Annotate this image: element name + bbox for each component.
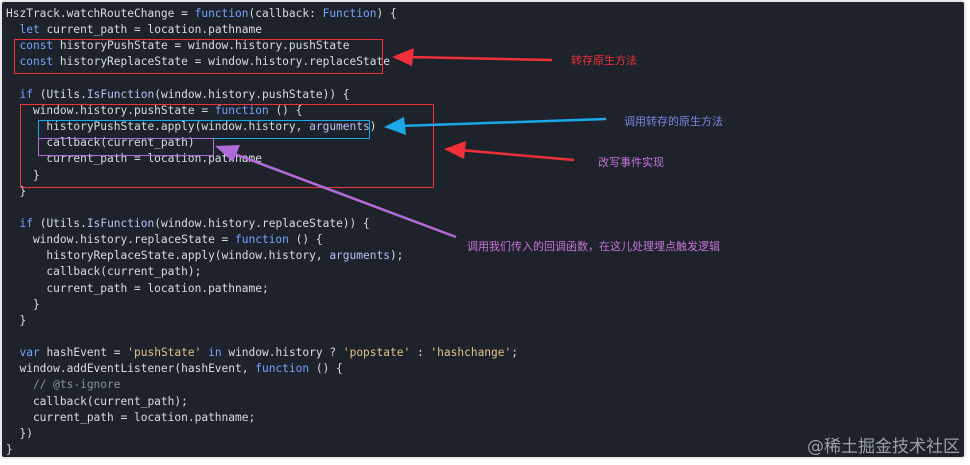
code-token: callback(current_path) bbox=[6, 136, 195, 150]
code-token: (window.history.replaceState)) { bbox=[154, 216, 370, 230]
code-token: function bbox=[255, 362, 310, 376]
code-line: HszTrack.watchRouteChange = function(cal… bbox=[6, 6, 397, 22]
code-token: ) { bbox=[376, 7, 397, 20]
code-token: () { bbox=[268, 103, 303, 117]
code-line: if (Utils.IsFunction(window.history.push… bbox=[6, 87, 350, 103]
code-token bbox=[6, 23, 19, 36]
code-token: HszTrack.watchRouteChange = bbox=[6, 7, 195, 20]
code-token: } bbox=[6, 168, 40, 182]
code-token: function bbox=[235, 233, 289, 247]
code-line: let current_path = location.pathname bbox=[6, 22, 262, 38]
code-line: callback(current_path); bbox=[6, 394, 188, 410]
code-token: in bbox=[208, 346, 222, 360]
code-token: () { bbox=[309, 362, 343, 376]
code-line: const historyPushState = window.history.… bbox=[6, 38, 350, 54]
annotation-call-callback: 调用我们传入的回调函数，在这儿处理埋点触发逻辑 bbox=[467, 240, 720, 253]
code-line: callback(current_path); bbox=[6, 264, 201, 280]
code-line: window.addEventListener(hashEvent, funct… bbox=[6, 361, 343, 377]
code-token: current_path = location.pathname bbox=[6, 152, 262, 166]
code-token: callback(current_path); bbox=[6, 394, 188, 408]
code-token: (window.history.pushState)) { bbox=[154, 87, 350, 101]
code-token bbox=[6, 88, 19, 101]
code-line: if (Utils.IsFunction(window.history.repl… bbox=[6, 216, 370, 232]
code-token: window.history.replaceState = bbox=[6, 233, 236, 247]
code-line: historyReplaceState.apply(window.history… bbox=[6, 248, 403, 264]
code-token: IsFunction bbox=[86, 87, 155, 101]
code-token: (callback: bbox=[248, 7, 323, 20]
code-line: window.history.replaceState = function (… bbox=[6, 232, 323, 248]
code-token: window.addEventListener(hashEvent, bbox=[6, 362, 256, 376]
code-token: ) bbox=[369, 120, 377, 134]
code-token: (Utils. bbox=[32, 216, 87, 230]
code-token: historyReplaceState.apply(window.history… bbox=[6, 249, 330, 263]
code-token: var bbox=[19, 346, 40, 360]
code-token: historyPushState.apply(window.history, bbox=[6, 120, 310, 134]
code-line: historyPushState.apply(window.history, a… bbox=[6, 119, 376, 135]
code-line: } bbox=[6, 297, 40, 313]
code-token: if bbox=[19, 216, 33, 230]
code-line: var hashEvent = 'pushState' in window.hi… bbox=[6, 345, 518, 361]
code-line: const historyReplaceState = window.histo… bbox=[6, 54, 390, 70]
code-token: ); bbox=[389, 249, 404, 263]
code-token: } bbox=[6, 313, 27, 327]
code-token: 'pushState' bbox=[127, 346, 202, 360]
code-line: } bbox=[6, 184, 26, 200]
code-token: } bbox=[6, 443, 13, 457]
code-line: window.history.pushState = function () { bbox=[6, 103, 302, 119]
code-token: if bbox=[19, 87, 33, 101]
code-token: current_path = location.pathname; bbox=[6, 281, 269, 295]
code-token: window.history ? bbox=[221, 346, 343, 360]
code-token: 'popstate' bbox=[342, 346, 411, 360]
code-token: }) bbox=[6, 426, 33, 440]
annotation-call-native: 调用转存的原生方法 bbox=[624, 115, 723, 128]
code-token: function bbox=[214, 103, 269, 117]
code-token bbox=[6, 55, 19, 68]
code-token: current_path = location.pathname; bbox=[6, 410, 256, 424]
code-line: current_path = location.pathname; bbox=[6, 281, 269, 297]
code-token: : bbox=[410, 346, 431, 360]
watermark: @稀土掘金技术社区 bbox=[807, 437, 960, 457]
code-token: callback(current_path); bbox=[6, 265, 202, 279]
code-line: } bbox=[6, 168, 40, 184]
code-token bbox=[6, 217, 19, 230]
code-token: const bbox=[19, 55, 54, 69]
code-token bbox=[6, 346, 19, 359]
code-token: 'hashchange' bbox=[430, 346, 512, 360]
code-token: } bbox=[6, 184, 27, 198]
code-line: } bbox=[6, 442, 13, 457]
code-token: current_path = location.pathname bbox=[39, 23, 262, 37]
code-token: hashEvent = bbox=[39, 346, 128, 360]
code-token: function bbox=[194, 7, 249, 20]
annotation-rewrite-event: 改写事件实现 bbox=[598, 156, 664, 169]
code-token: let bbox=[19, 23, 40, 37]
code-token: Function bbox=[322, 7, 377, 20]
code-token: const bbox=[19, 39, 54, 53]
code-token: arguments bbox=[329, 249, 390, 263]
code-token: } bbox=[6, 297, 40, 311]
code-line: current_path = location.pathname; bbox=[6, 410, 255, 426]
code-line: callback(current_path) bbox=[6, 135, 195, 151]
code-token bbox=[6, 39, 19, 52]
code-token: ; bbox=[511, 346, 518, 360]
code-line: }) bbox=[6, 426, 33, 442]
code-token: historyReplaceState = window.history.rep… bbox=[53, 55, 390, 69]
code-token: window.history.pushState = bbox=[6, 103, 215, 117]
code-token: arguments bbox=[309, 120, 370, 134]
code-line: // @ts-ignore bbox=[6, 377, 121, 393]
code-token: // @ts-ignore bbox=[6, 378, 121, 392]
code-token: (Utils. bbox=[32, 87, 87, 101]
code-token: IsFunction bbox=[86, 216, 155, 230]
code-line: current_path = location.pathname bbox=[6, 151, 262, 167]
annotation-save-native: 转存原生方法 bbox=[571, 54, 637, 67]
code-token: historyPushState = window.history.pushSt… bbox=[53, 39, 350, 53]
code-token: () { bbox=[288, 233, 323, 247]
code-line: } bbox=[6, 313, 26, 329]
